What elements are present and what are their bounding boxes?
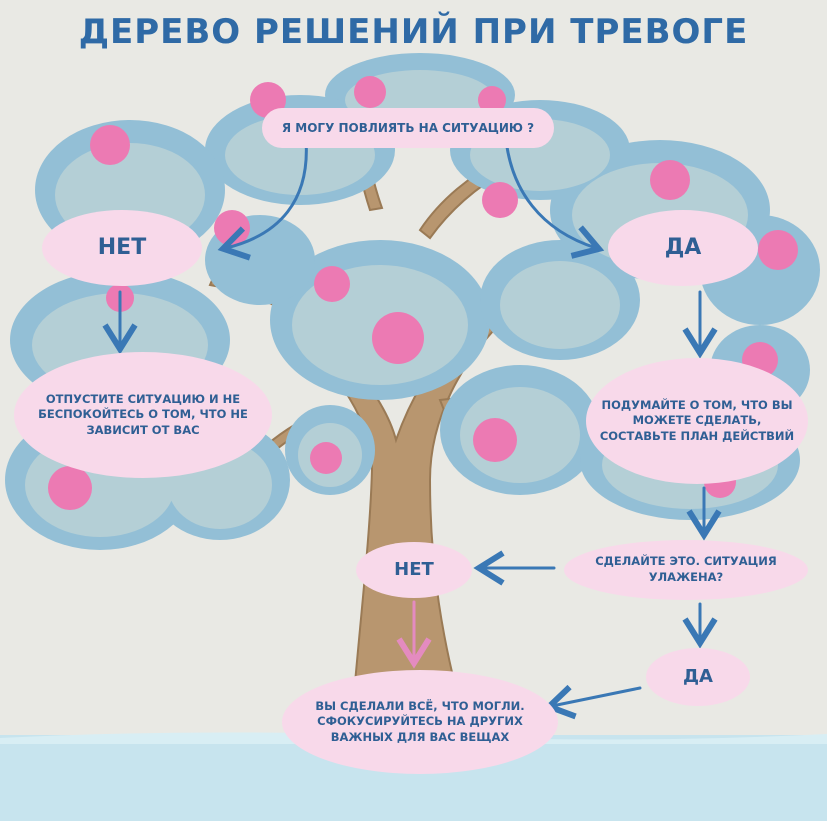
arrow-q1-to-no — [217, 138, 308, 261]
flow-arrows — [102, 138, 722, 720]
answer-yes-2: ДА — [646, 648, 750, 706]
question-can-influence: Я МОГУ ПОВЛИЯТЬ НА СИТУАЦИЮ ? — [262, 108, 554, 148]
answer-yes-1: ДА — [608, 210, 758, 286]
diagram-title: ДЕРЕВО РЕШЕНИЙ ПРИ ТРЕВОГЕ — [78, 12, 749, 52]
question-resolved: СДЕЛАЙТЕ ЭТО. СИТУАЦИЯ УЛАЖЕНА? — [564, 540, 808, 600]
answer-no-1: НЕТ — [42, 210, 202, 286]
arrow-yes-to-final — [543, 684, 642, 720]
arrow-q1-to-yes — [504, 138, 605, 259]
blossoms — [48, 76, 798, 510]
advice-make-plan: ПОДУМАЙТЕ О ТОМ, ЧТО ВЫ МОЖЕТЕ СДЕЛАТЬ, … — [586, 358, 808, 484]
advice-focus-elsewhere: ВЫ СДЕЛАЛИ ВСЁ, ЧТО МОГЛИ. СФОКУСИРУЙТЕС… — [282, 670, 558, 774]
advice-let-go: ОТПУСТИТЕ СИТУАЦИЮ И НЕ БЕСПОКОЙТЕСЬ О Т… — [14, 352, 272, 478]
answer-no-2: НЕТ — [356, 542, 472, 598]
